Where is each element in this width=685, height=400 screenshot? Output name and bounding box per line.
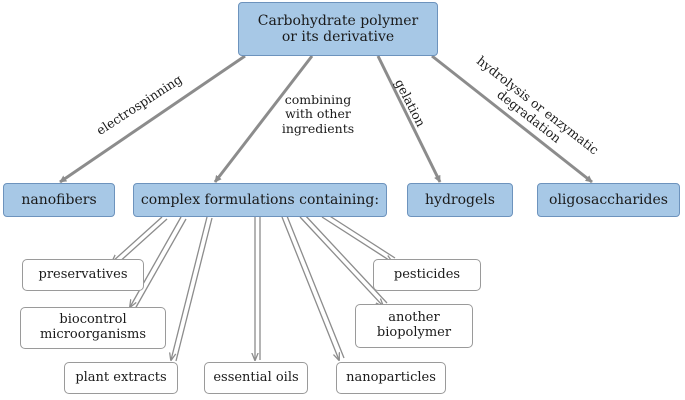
edge-root-nanofibers <box>59 54 246 184</box>
edge-label-combining-text: combining with other ingredients <box>281 92 355 136</box>
node-preservatives-label: preservatives <box>38 266 128 282</box>
edge-label-combining: combining with other ingredients <box>273 92 363 136</box>
edge-root-complex <box>213 55 314 183</box>
node-pesticides-label: pesticides <box>393 266 461 282</box>
edge-complex-biocontrol <box>130 216 182 307</box>
node-hydrogels: hydrogels <box>407 183 513 217</box>
node-essential-oils-label: essential oils <box>213 369 299 385</box>
node-essential-oils: essential oils <box>204 362 308 394</box>
node-oligosaccharides: oligosaccharides <box>537 183 680 217</box>
edges-ingredients <box>112 212 396 361</box>
node-biocontrol-label: biocontrol microorganisms <box>39 312 147 342</box>
node-another-biopolymer: another biopolymer <box>355 304 473 348</box>
root-node-label: Carbohydrate polymer or its derivative <box>257 12 419 45</box>
node-nanofibers-label: nanofibers <box>21 191 97 208</box>
edge-complex-pesticides <box>321 216 392 262</box>
edge-complex-nanoparticles <box>281 216 339 360</box>
node-another-biopolymer-label: another biopolymer <box>376 310 452 340</box>
node-nanoparticles: nanoparticles <box>336 362 446 394</box>
node-pesticides: pesticides <box>373 259 481 291</box>
node-complex-formulations-label: complex formulations containing: <box>140 191 380 208</box>
root-node: Carbohydrate polymer or its derivative <box>238 2 438 56</box>
node-oligosaccharides-label: oligosaccharides <box>549 191 668 208</box>
node-plant-extracts-label: plant extracts <box>75 369 167 385</box>
node-hydrogels-label: hydrogels <box>425 191 495 208</box>
node-nanoparticles-label: nanoparticles <box>346 369 436 385</box>
edge-root-hydrogels <box>376 55 442 183</box>
node-preservatives: preservatives <box>22 259 144 291</box>
edge-complex-preservatives <box>112 216 163 262</box>
node-complex-formulations: complex formulations containing: <box>133 183 387 217</box>
edge-root-oligosaccharides <box>431 54 593 184</box>
edge-complex-another-biopolymer <box>299 216 383 306</box>
node-plant-extracts: plant extracts <box>64 362 178 394</box>
edge-complex-plant-extracts <box>171 216 208 360</box>
node-nanofibers: nanofibers <box>3 183 115 217</box>
node-biocontrol: biocontrol microorganisms <box>20 307 166 349</box>
